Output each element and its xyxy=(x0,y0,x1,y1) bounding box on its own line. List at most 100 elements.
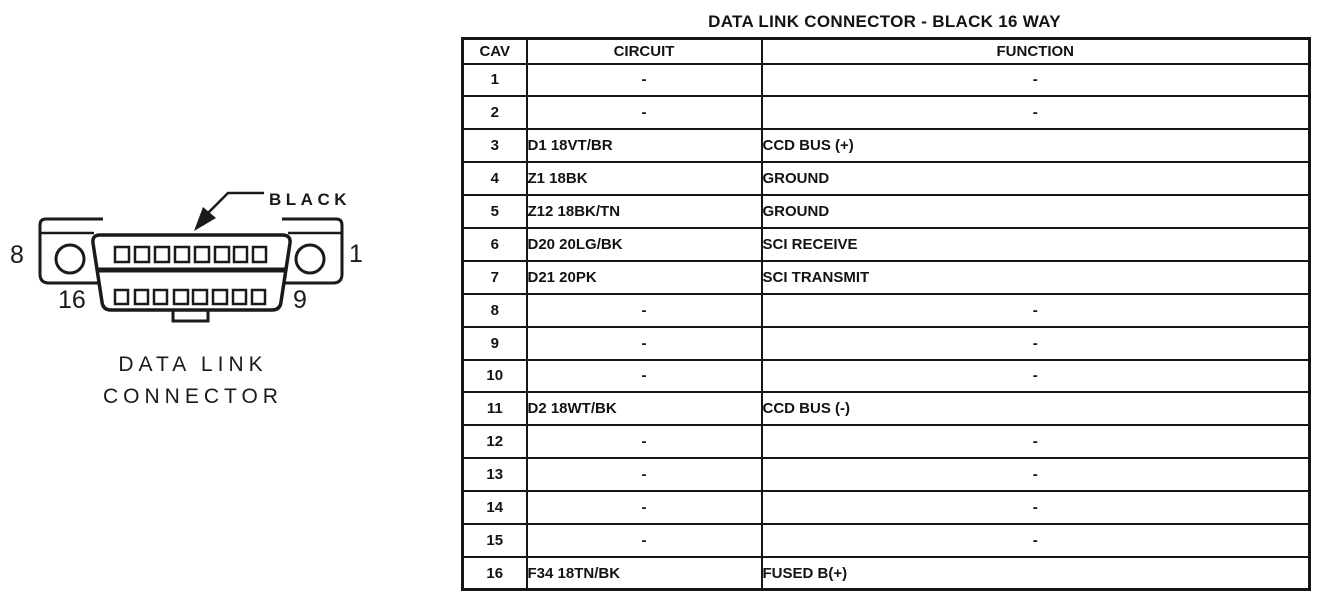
color-label: BLACK xyxy=(269,190,351,209)
pin-1-label: 1 xyxy=(349,240,363,268)
function-cell: GROUND xyxy=(760,161,1311,197)
diagram-caption: DATA LINK CONNECTOR xyxy=(60,349,326,413)
circuit-cell: - xyxy=(525,457,763,493)
table-title: DATA LINK CONNECTOR - BLACK 16 WAY xyxy=(708,12,1061,31)
keying-tab xyxy=(171,308,210,323)
table-row: 12-- xyxy=(461,424,1311,460)
function-cell: SCI RECEIVE xyxy=(760,226,1311,262)
circuit-cell: - xyxy=(525,358,763,394)
left-tab-hole xyxy=(54,243,86,275)
circuit-cell: F34 18TN/BK xyxy=(525,555,763,591)
circuit-cell: - xyxy=(525,490,763,525)
function-cell: - xyxy=(760,490,1311,525)
circuit-cell: Z1 18BK xyxy=(525,161,763,197)
bottom-pin-row xyxy=(113,288,267,306)
cav-cell: 8 xyxy=(461,292,528,328)
circuit-cell: D21 20PK xyxy=(525,259,763,295)
cav-cell: 15 xyxy=(461,522,528,558)
pin-contact xyxy=(113,245,131,264)
cav-cell: 1 xyxy=(461,62,528,98)
left-mounting-tab xyxy=(38,217,103,285)
function-cell: CCD BUS (+) xyxy=(760,128,1311,164)
function-cell: - xyxy=(760,292,1311,328)
cav-cell: 3 xyxy=(461,128,528,164)
function-cell: FUSED B(+) xyxy=(760,555,1311,591)
function-cell: - xyxy=(760,95,1311,131)
table-row: 8-- xyxy=(461,292,1311,328)
cav-cell: 7 xyxy=(461,259,528,295)
function-cell: - xyxy=(760,358,1311,394)
caption-line-1: DATA LINK xyxy=(118,353,268,376)
pin-contact xyxy=(133,288,150,306)
pin-contact xyxy=(232,245,249,264)
circuit-cell: - xyxy=(525,424,763,460)
pin-contact xyxy=(191,288,209,306)
cav-cell: 2 xyxy=(461,95,528,131)
pin-contact xyxy=(251,245,268,264)
circuit-cell: - xyxy=(525,325,763,361)
function-cell: - xyxy=(760,424,1311,460)
table-row: 10-- xyxy=(461,358,1311,394)
cav-cell: 14 xyxy=(461,490,528,525)
table-row: 2-- xyxy=(461,95,1311,131)
pin-8-label: 8 xyxy=(10,241,24,269)
cav-cell: 4 xyxy=(461,161,528,197)
circuit-cell: - xyxy=(525,62,763,98)
pin-contact xyxy=(231,288,248,306)
pin-contact xyxy=(152,288,169,306)
top-pin-row xyxy=(113,245,268,264)
function-cell: CCD BUS (-) xyxy=(760,391,1311,427)
pin-contact xyxy=(211,288,229,306)
table-row: 15-- xyxy=(461,522,1311,558)
pin-contact xyxy=(250,288,267,306)
cav-cell: 13 xyxy=(461,457,528,493)
pin-contact xyxy=(173,245,191,264)
table-row: 14-- xyxy=(461,490,1311,525)
header-circuit: CIRCUIT xyxy=(525,37,763,65)
header-row: CAV CIRCUIT FUNCTION xyxy=(461,37,1311,65)
cav-cell: 12 xyxy=(461,424,528,460)
pin-contact xyxy=(172,288,190,306)
header-function: FUNCTION xyxy=(760,37,1311,65)
pin-contact xyxy=(133,245,151,264)
circuit-cell: Z12 18BK/TN xyxy=(525,194,763,229)
pin-contact xyxy=(193,245,211,264)
cav-cell: 5 xyxy=(461,194,528,229)
function-cell: GROUND xyxy=(760,194,1311,229)
function-cell: - xyxy=(760,325,1311,361)
caption-line-2: CONNECTOR xyxy=(103,385,283,408)
circuit-cell: - xyxy=(525,522,763,558)
cav-cell: 9 xyxy=(461,325,528,361)
cav-cell: 11 xyxy=(461,391,528,427)
circuit-cell: D1 18VT/BR xyxy=(525,128,763,164)
circuit-cell: D2 18WT/BK xyxy=(525,391,763,427)
table-row: 13-- xyxy=(461,457,1311,493)
cav-cell: 10 xyxy=(461,358,528,394)
cav-cell: 16 xyxy=(461,555,528,591)
pin-16-label: 16 xyxy=(58,286,86,314)
pin-contact xyxy=(113,288,130,306)
table-row: 9-- xyxy=(461,325,1311,361)
cav-cell: 6 xyxy=(461,226,528,262)
function-cell: SCI TRANSMIT xyxy=(760,259,1311,295)
connector-diagram: BLACK xyxy=(10,190,363,323)
circuit-cell: D20 20LG/BK xyxy=(525,226,763,262)
pin-contact xyxy=(213,245,231,264)
circuit-cell: - xyxy=(525,95,763,131)
function-cell: - xyxy=(760,62,1311,98)
right-mounting-tab xyxy=(282,217,344,285)
right-tab-hole xyxy=(294,243,326,275)
circuit-cell: - xyxy=(525,292,763,328)
pin-9-label: 9 xyxy=(293,286,307,314)
function-cell: - xyxy=(760,457,1311,493)
pin-contact xyxy=(153,245,171,264)
